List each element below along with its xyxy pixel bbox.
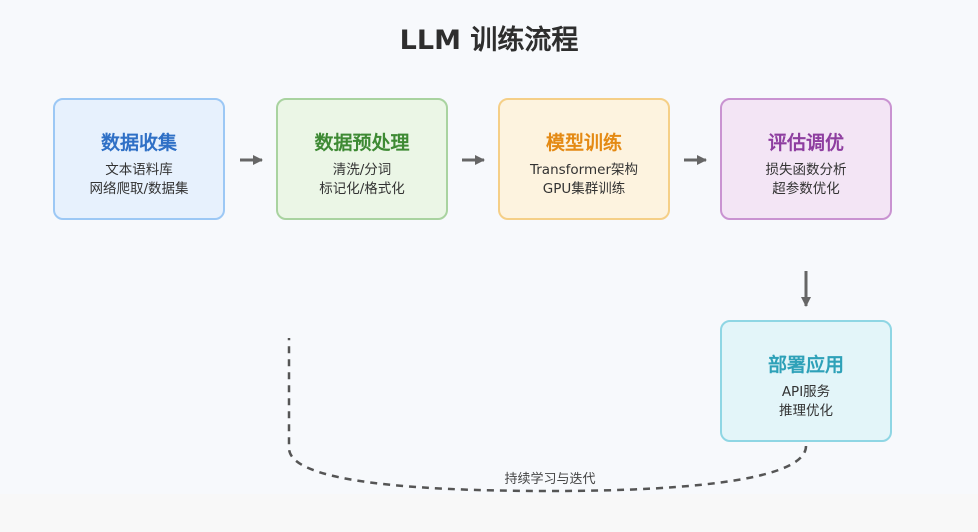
step-model-training: 模型训练 Transformer架构 GPU集群训练 bbox=[498, 98, 670, 220]
step-detail: 文本语料库 bbox=[105, 162, 173, 178]
step-title: 评估调优 bbox=[767, 132, 844, 154]
diagram-canvas: LLM 训练流程 数据收集 文本语料库 网络爬取/数据集 数据预处理 清洗/分词… bbox=[53, 25, 892, 493]
step-evaluation: 评估调优 损失函数分析 超参数优化 bbox=[720, 98, 892, 220]
step-detail: GPU集群训练 bbox=[542, 181, 626, 197]
step-detail: 网络爬取/数据集 bbox=[89, 181, 189, 197]
diagram-title: LLM 训练流程 bbox=[399, 25, 579, 56]
step-data-collection: 数据收集 文本语料库 网络爬取/数据集 bbox=[53, 98, 225, 220]
connectors bbox=[240, 155, 811, 493]
step-detail: 超参数优化 bbox=[772, 181, 840, 197]
step-title: 数据预处理 bbox=[314, 132, 410, 154]
step-title: 模型训练 bbox=[545, 132, 622, 154]
step-detail: 清洗/分词 bbox=[332, 162, 392, 178]
step-detail: Transformer架构 bbox=[529, 162, 638, 178]
step-detail: API服务 bbox=[781, 384, 831, 400]
step-deployment: 部署应用 API服务 推理优化 bbox=[720, 320, 892, 442]
step-detail: 推理优化 bbox=[779, 403, 833, 419]
step-title: 部署应用 bbox=[767, 354, 844, 376]
step-detail: 标记化/格式化 bbox=[319, 181, 405, 197]
step-detail: 损失函数分析 bbox=[765, 162, 847, 178]
loop-label: 持续学习与迭代 bbox=[480, 468, 620, 487]
step-title: 数据收集 bbox=[100, 132, 177, 154]
step-preprocessing: 数据预处理 清洗/分词 标记化/格式化 bbox=[276, 98, 448, 220]
feedback-loop bbox=[287, 338, 808, 493]
